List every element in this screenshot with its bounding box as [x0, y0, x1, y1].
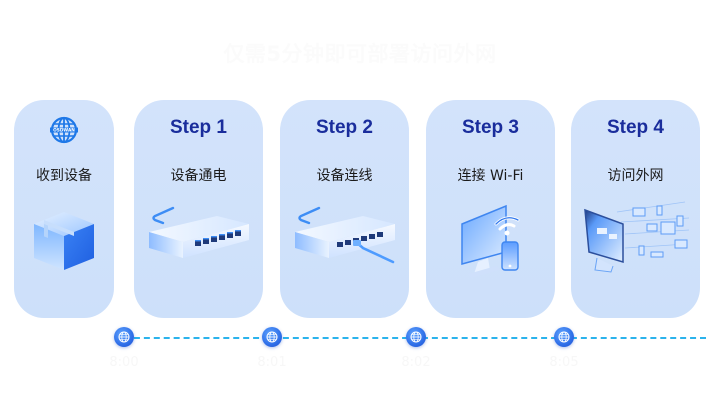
step-title: Step 3 [461, 117, 520, 138]
card-label: 设备连线 [316, 168, 373, 184]
card-label: 连接 Wi-Fi [457, 168, 524, 184]
page-headline: 仅需5分钟即可部署访问外网 [223, 42, 497, 66]
globe-icon [410, 331, 422, 343]
card-label: 设备通电 [170, 168, 227, 184]
network-switch-icon [147, 202, 251, 268]
timeline-time: 8:00 [109, 355, 139, 370]
timeline-time: 8:02 [401, 355, 431, 370]
globe-icon [558, 331, 570, 343]
step-title: Step 4 [606, 117, 665, 138]
globe-icon [266, 331, 278, 343]
step-title: Step 1 [169, 117, 228, 138]
globe-icon [118, 331, 130, 343]
card-receive-device: OSDWAN 收到设备 [14, 100, 114, 318]
card-step-2: Step 2 设备连线 [280, 100, 409, 318]
card-step-3: Step 3 连接 Wi-Fi [426, 100, 555, 318]
step-title: Step 2 [315, 117, 374, 138]
monitor-wifi-phone-icon [456, 200, 526, 284]
package-box-icon [30, 208, 98, 278]
logo-text: OSDWAN [53, 128, 75, 134]
timeline-node-0 [114, 327, 134, 347]
timeline-time: 8:01 [257, 355, 287, 370]
timeline-node-1 [262, 327, 282, 347]
card-label: 收到设备 [36, 168, 92, 184]
globe-logo-icon: OSDWAN [50, 116, 78, 148]
timeline-node-2 [406, 327, 426, 347]
network-switch-cable-icon [293, 202, 397, 268]
card-label: 访问外网 [607, 168, 664, 184]
timeline-node-3 [554, 327, 574, 347]
card-step-1: Step 1 设备通电 [134, 100, 263, 318]
card-step-4: Step 4 访问外网 [571, 100, 700, 318]
timeline: 8:00 8:01 8:02 8:05 [0, 325, 720, 385]
monitor-internet-icon [581, 200, 691, 284]
timeline-time: 8:05 [549, 355, 579, 370]
